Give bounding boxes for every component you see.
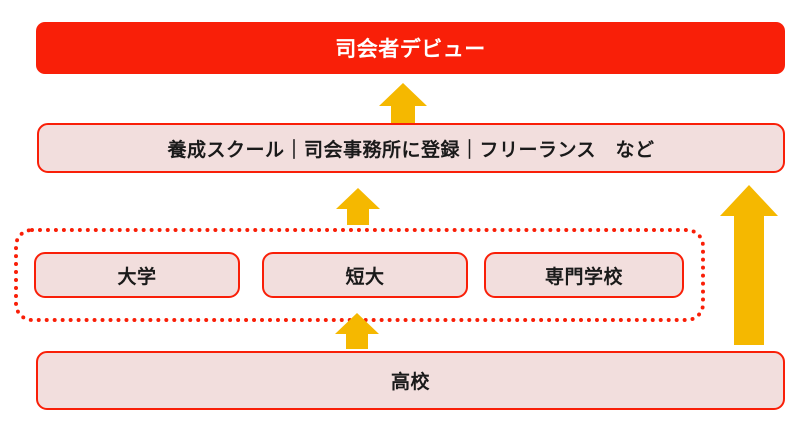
- career-path-row: 養成スクール｜司会事務所に登録｜フリーランス など: [37, 123, 785, 173]
- school-box-junior-college-label: 短大: [345, 266, 385, 288]
- school-box-university: 大学: [34, 252, 240, 298]
- career-path-row-label: 養成スクール｜司会事務所に登録｜フリーランス など: [167, 139, 655, 161]
- base-row-highschool: 高校: [36, 351, 785, 410]
- school-box-vocational-school-label: 専門学校: [544, 266, 623, 288]
- arrow-schools-to-path: [335, 188, 381, 225]
- school-box-vocational-school: 専門学校: [484, 252, 684, 298]
- arrow-highschool-to-path: [719, 185, 779, 345]
- goal-banner: 司会者デビュー: [36, 22, 785, 74]
- arrow-highschool-to-schools: [334, 313, 380, 349]
- goal-banner-label: 司会者デビュー: [335, 38, 486, 61]
- school-box-junior-college: 短大: [262, 252, 468, 298]
- school-box-university-label: 大学: [117, 266, 157, 288]
- arrow-path-to-goal: [378, 83, 428, 124]
- base-row-highschool-label: 高校: [390, 372, 430, 393]
